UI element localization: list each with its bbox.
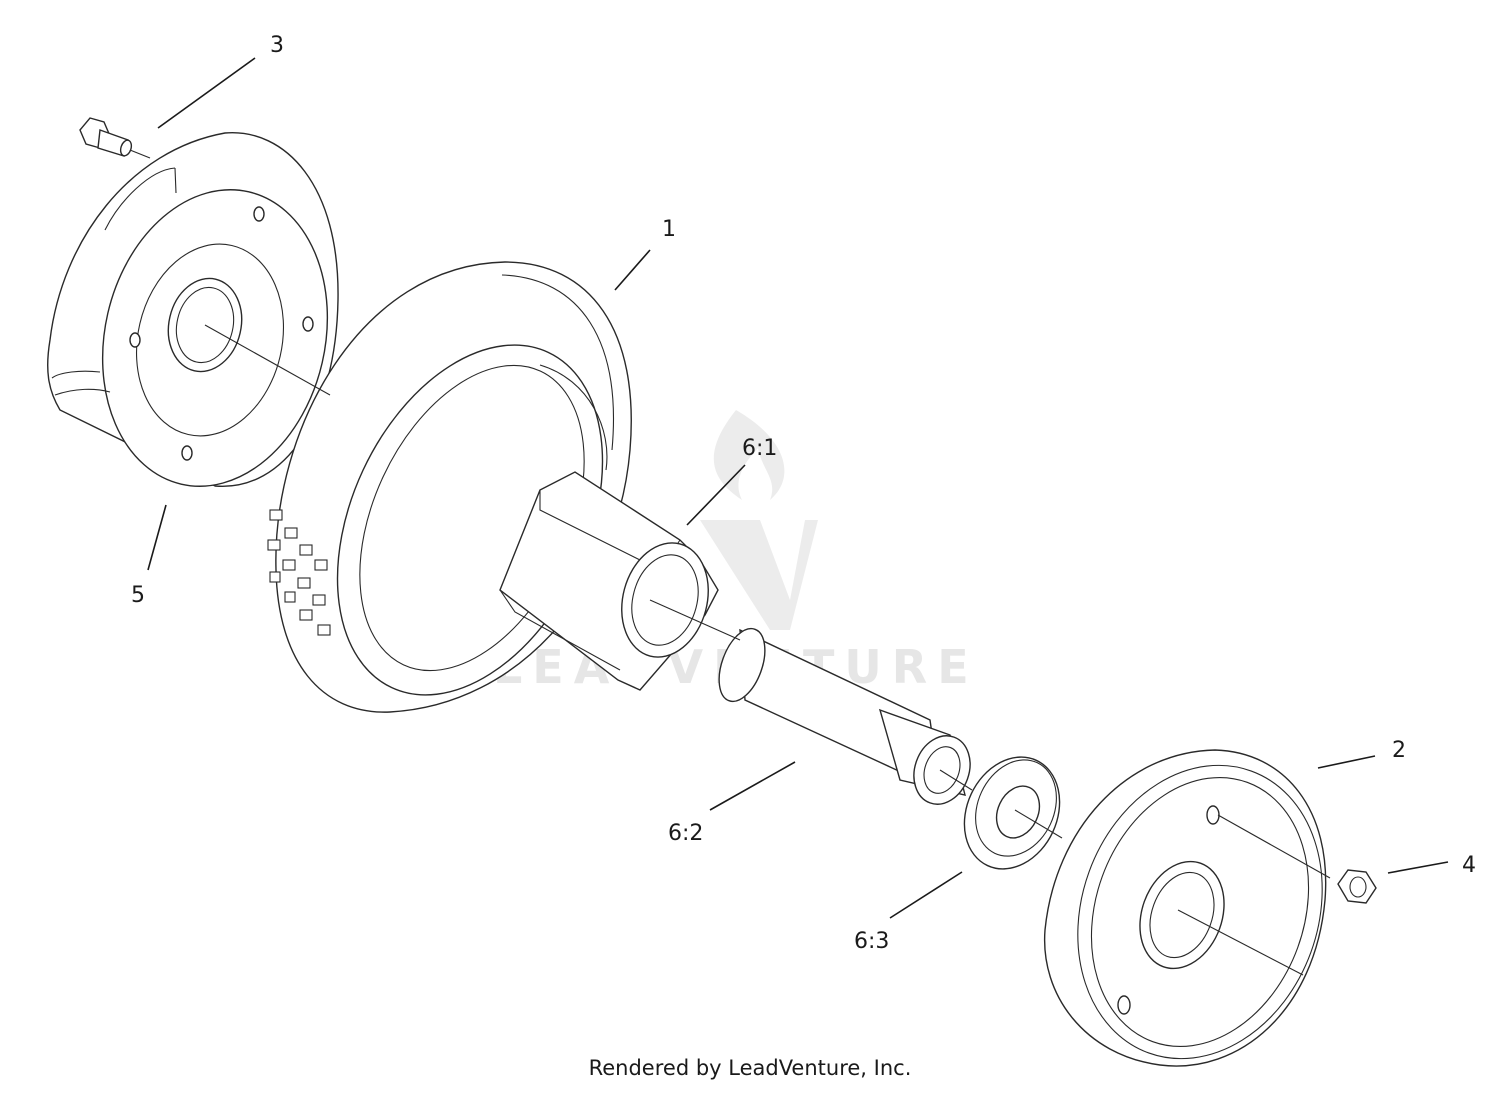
part-6-2-spacer-tube[interactable]	[710, 622, 979, 812]
callout-6-2[interactable]: 6:2	[668, 821, 703, 846]
part-3-bolt[interactable]	[79, 117, 133, 157]
callout-leaders	[147, 57, 1449, 919]
callout-4[interactable]: 4	[1462, 853, 1476, 878]
callout-1[interactable]: 1	[662, 217, 676, 242]
callout-5[interactable]: 5	[131, 583, 145, 608]
render-credit: Rendered by LeadVenture, Inc.	[588, 1056, 912, 1080]
callout-6-1[interactable]: 6:1	[742, 436, 777, 461]
callout-3[interactable]: 3	[270, 33, 284, 58]
part-2-wheel-half[interactable]	[1038, 731, 1362, 1094]
callout-6-3[interactable]: 6:3	[854, 929, 889, 954]
part-5-hub-half[interactable]	[47, 132, 356, 509]
callout-2[interactable]: 2	[1392, 738, 1406, 763]
assembly-axes	[204, 324, 1331, 976]
tire-tread	[267, 509, 331, 636]
part-4-nut[interactable]	[1337, 869, 1377, 904]
part-6-1-bearing-housing[interactable]	[499, 471, 721, 691]
